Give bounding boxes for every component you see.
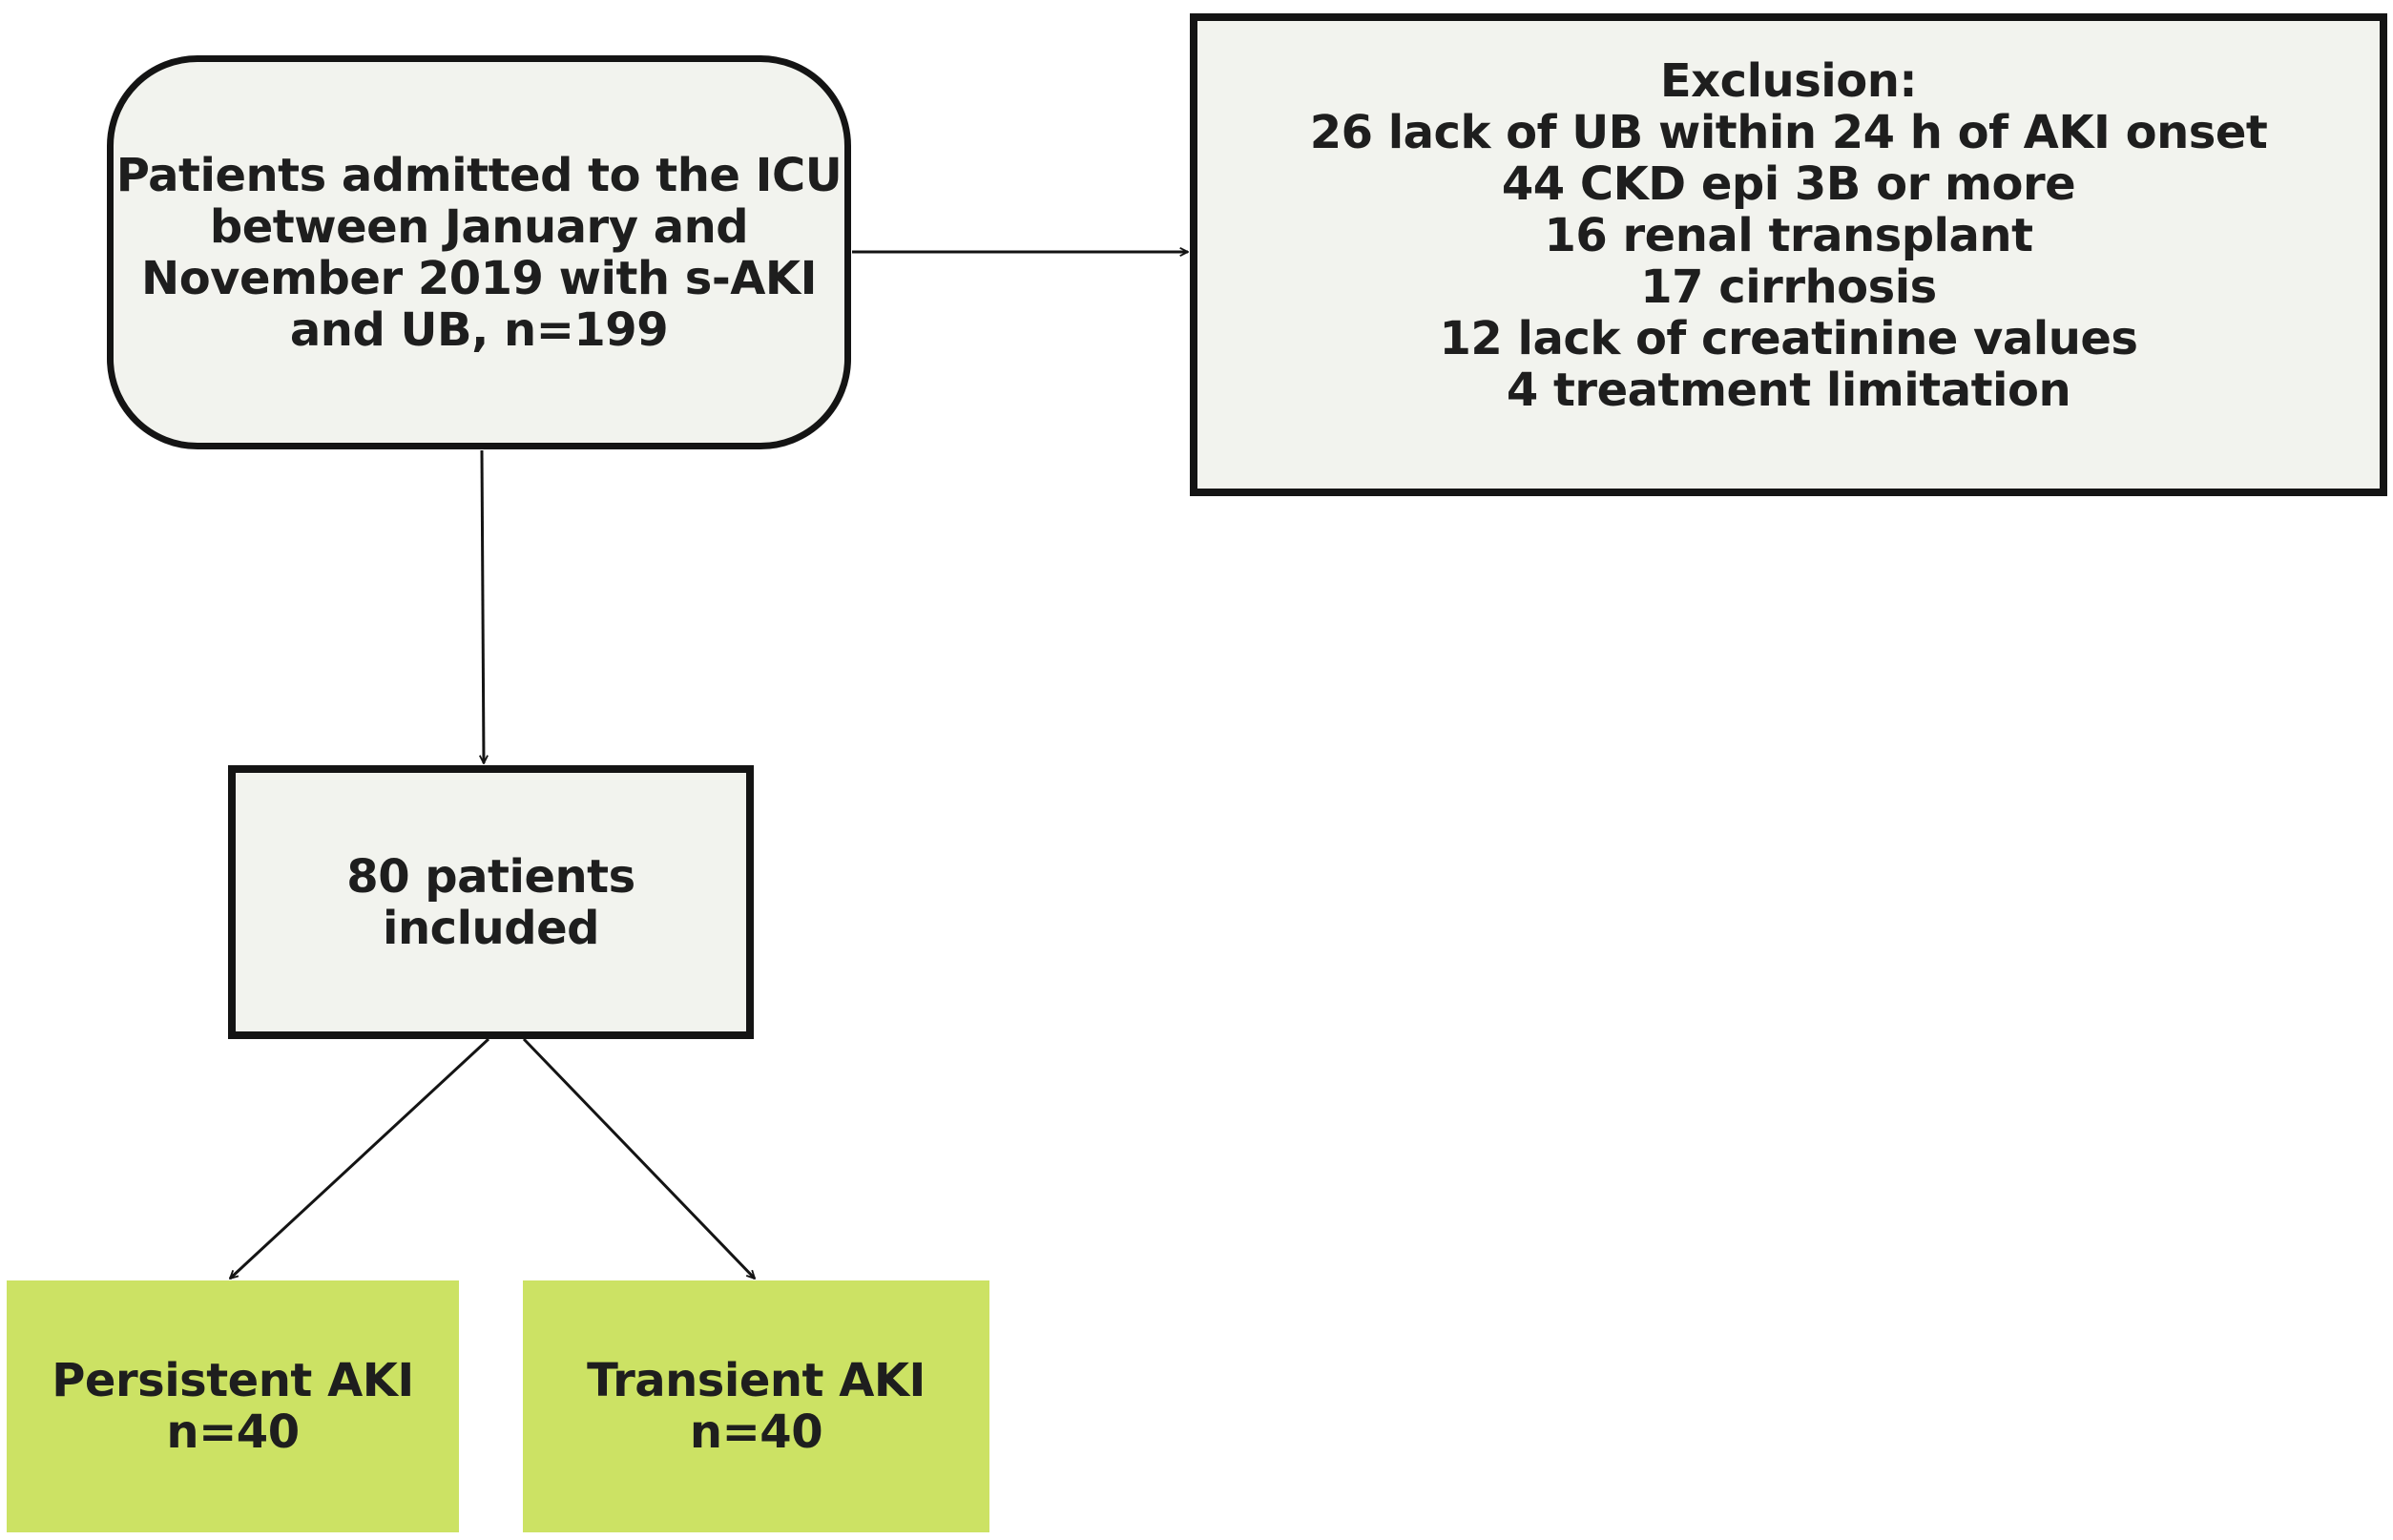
exclusion-item: 16 renal transplant <box>1544 209 2033 262</box>
node-text-line: 80 patients <box>346 849 635 904</box>
exclusion-item: 44 CKD epi 3B or more <box>1501 157 2076 211</box>
exclusion-node: Exclusion: 26 lack of UB within 24 h of … <box>1190 13 2387 496</box>
node-text-line: and UB, n=199 <box>289 302 669 357</box>
patients-admitted-node: Patients admitted to the ICU between Jan… <box>107 55 851 449</box>
node-text-line: Persistent AKI <box>52 1354 414 1407</box>
exclusion-title: Exclusion: <box>1659 54 1918 108</box>
arrow-to-transient <box>522 1037 755 1279</box>
node-text-line: November 2019 with s-AKI <box>141 251 817 305</box>
exclusion-item: 4 treatment limitation <box>1506 364 2071 417</box>
node-text-line: between January and <box>209 199 749 254</box>
arrow-to-included <box>482 449 484 763</box>
node-text-line: Transient AKI <box>587 1354 926 1407</box>
included-node: 80 patients included <box>228 765 754 1039</box>
transient-aki-node: Transient AKI n=40 <box>523 1280 989 1532</box>
node-text-line: n=40 <box>166 1405 300 1459</box>
persistent-aki-node: Persistent AKI n=40 <box>7 1280 459 1532</box>
exclusion-item: 26 lack of UB within 24 h of AKI onset <box>1309 106 2268 159</box>
arrow-to-persistent <box>230 1037 490 1279</box>
node-text-line: Patients admitted to the ICU <box>115 148 843 202</box>
node-text-line: n=40 <box>689 1405 823 1459</box>
node-text-line: included <box>383 901 599 955</box>
exclusion-item: 17 cirrhosis <box>1640 260 1937 314</box>
exclusion-item: 12 lack of creatinine values <box>1439 312 2138 365</box>
